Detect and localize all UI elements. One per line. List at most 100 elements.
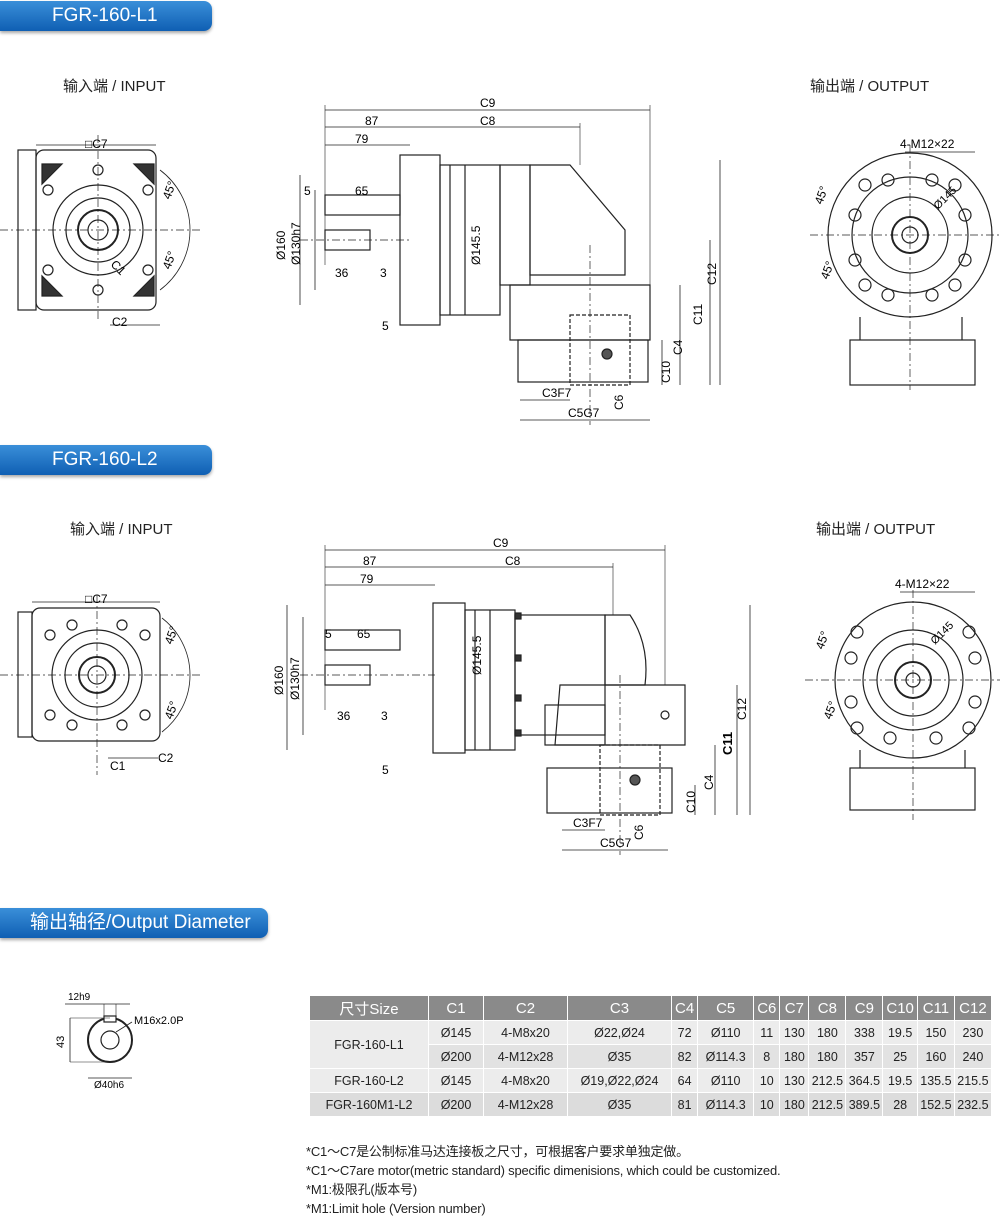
note-line: *C1～C7是公制标准马达连接板之尺寸，可根据客户要求单独定做。 <box>306 1144 689 1159</box>
section-badge-l1: FGR-160-L1 <box>0 1 212 31</box>
dim-87: 87 <box>365 114 379 128</box>
dim-c11: C11 <box>691 304 705 325</box>
table-cell: 10 <box>753 1092 781 1117</box>
dim-65-l2: 65 <box>357 627 371 641</box>
dim-bolt145-l2: Ø145 <box>929 620 957 648</box>
dim-c7-square-l2: □C7 <box>85 592 108 606</box>
table-cell: 8 <box>753 1044 781 1069</box>
th-c1: C1 <box>428 995 484 1021</box>
dim-5-top-l2: 5 <box>325 627 332 641</box>
note-line: *M1:极限孔(版本号) <box>306 1182 417 1197</box>
th-c12: C12 <box>953 995 992 1021</box>
table-cell: Ø35 <box>567 1092 672 1117</box>
table-cell: Ø114.3 <box>697 1092 755 1117</box>
dim-phi160-l2: Ø160 <box>272 665 286 695</box>
table-cell: Ø200 <box>428 1044 484 1069</box>
table-cell: 389.5 <box>845 1092 884 1117</box>
dim-c6-l2: C6 <box>632 824 646 840</box>
table-cell: 81 <box>670 1092 699 1117</box>
model-cell: FGR-160-L1 <box>309 1020 429 1069</box>
dim-c5g7: C5G7 <box>568 406 600 420</box>
th-c9: C9 <box>845 995 884 1021</box>
model-cell: FGR-160M1-L2 <box>309 1092 429 1117</box>
spec-table: 尺寸Size C1 C2 C3 C4 C5 C6 C7 C8 C9 C10 C1… <box>309 995 992 1117</box>
th-c10: C10 <box>882 995 918 1021</box>
dim-5-top: 5 <box>304 184 311 198</box>
table-cell: 230 <box>953 1020 992 1045</box>
note-line: *M1:Limit hole (Version number) <box>306 1201 486 1216</box>
model-cell: FGR-160-L2 <box>309 1068 429 1093</box>
table-cell: 11 <box>753 1020 781 1045</box>
th-c4: C4 <box>670 995 699 1021</box>
table-cell: Ø110 <box>697 1020 755 1045</box>
l2-side-drawing: C9 C8 87 79 65 5 36 3 5 Ø160 Ø130h7 Ø145… <box>272 536 751 855</box>
table-cell: 4-M12x28 <box>483 1092 568 1117</box>
dim-5-bottom-l2: 5 <box>382 763 389 777</box>
table-cell: Ø114.3 <box>697 1044 755 1069</box>
table-cell: 160 <box>916 1044 955 1069</box>
dim-c8-l2: C8 <box>505 554 521 568</box>
table-cell: 152.5 <box>916 1092 955 1117</box>
dim-c4-l2: C4 <box>702 774 716 790</box>
notes: *C1～C7是公制标准马达连接板之尺寸，可根据客户要求单独定做。 *C1～C7a… <box>306 1142 781 1218</box>
th-size: 尺寸Size <box>309 995 429 1021</box>
dim-c10-l2: C10 <box>684 791 698 813</box>
l2-input-drawing: □C7 45° 45° C1 C2 <box>0 592 200 775</box>
table-cell: 19.5 <box>882 1068 918 1093</box>
dim-c6: C6 <box>612 394 626 410</box>
dim-45-out-l2-a: 45° <box>813 629 832 651</box>
dim-c9: C9 <box>480 96 496 110</box>
dim-c3f7: C3F7 <box>542 386 572 400</box>
dim-45-l2-b: 45° <box>162 699 181 721</box>
dim-c10: C10 <box>659 361 673 383</box>
table-cell: 338 <box>845 1020 884 1045</box>
table-cell: Ø19,Ø22,Ø24 <box>567 1068 672 1093</box>
dim-45-out-a: 45° <box>812 184 831 206</box>
table-cell: Ø200 <box>428 1092 484 1117</box>
output-label-l2: 输出端 / OUTPUT <box>816 521 936 538</box>
input-label-l1: 输入端 / INPUT <box>63 78 166 95</box>
th-c6: C6 <box>753 995 781 1021</box>
dim-phi130: Ø130h7 <box>289 222 303 265</box>
dim-87-l2: 87 <box>363 554 377 568</box>
table-cell: 28 <box>882 1092 918 1117</box>
th-c7: C7 <box>779 995 810 1021</box>
table-cell: 72 <box>670 1020 699 1045</box>
dim-phi145: Ø145.5 <box>469 225 483 265</box>
table-cell: 180 <box>779 1092 810 1117</box>
table-cell: 130 <box>779 1020 810 1045</box>
dim-phi160: Ø160 <box>274 230 288 260</box>
th-c3: C3 <box>567 995 672 1021</box>
table-cell: Ø145 <box>428 1020 484 1045</box>
dim-4-m12: 4-M12×22 <box>900 137 955 151</box>
dim-36-l2: 36 <box>337 709 351 723</box>
table-cell: 150 <box>916 1020 955 1045</box>
table-cell: Ø35 <box>567 1044 672 1069</box>
shaft-dia: Ø40h6 <box>94 1080 124 1091</box>
table-cell: 135.5 <box>916 1068 955 1093</box>
dim-4-m12-l2: 4-M12×22 <box>895 577 950 591</box>
dim-3-l2: 3 <box>381 709 388 723</box>
th-c11: C11 <box>916 995 955 1021</box>
th-c5: C5 <box>697 995 755 1021</box>
table-cell: 240 <box>953 1044 992 1069</box>
dim-36: 36 <box>335 266 349 280</box>
dim-3: 3 <box>380 266 387 280</box>
dim-45-b: 45° <box>160 249 179 271</box>
dim-c5g7-l2: C5G7 <box>600 836 632 850</box>
section-title-l1: FGR-160-L1 <box>52 5 158 26</box>
table-cell: Ø145 <box>428 1068 484 1093</box>
section-title-l2: FGR-160-L2 <box>52 449 158 470</box>
th-c2: C2 <box>483 995 568 1021</box>
dim-45-out-l2-b: 45° <box>821 699 840 721</box>
shaft-height: 43 <box>55 1036 67 1048</box>
dim-c8: C8 <box>480 114 496 128</box>
table-cell: 357 <box>845 1044 884 1069</box>
input-label-l2: 输入端 / INPUT <box>70 521 173 538</box>
table-cell: 130 <box>779 1068 810 1093</box>
table-cell: 25 <box>882 1044 918 1069</box>
spec-table-header: 尺寸Size C1 C2 C3 C4 C5 C6 C7 C8 C9 C10 C1… <box>309 995 992 1021</box>
table-cell: 10 <box>753 1068 781 1093</box>
table-cell: 232.5 <box>953 1092 992 1117</box>
table-cell: 4-M8x20 <box>483 1020 568 1045</box>
